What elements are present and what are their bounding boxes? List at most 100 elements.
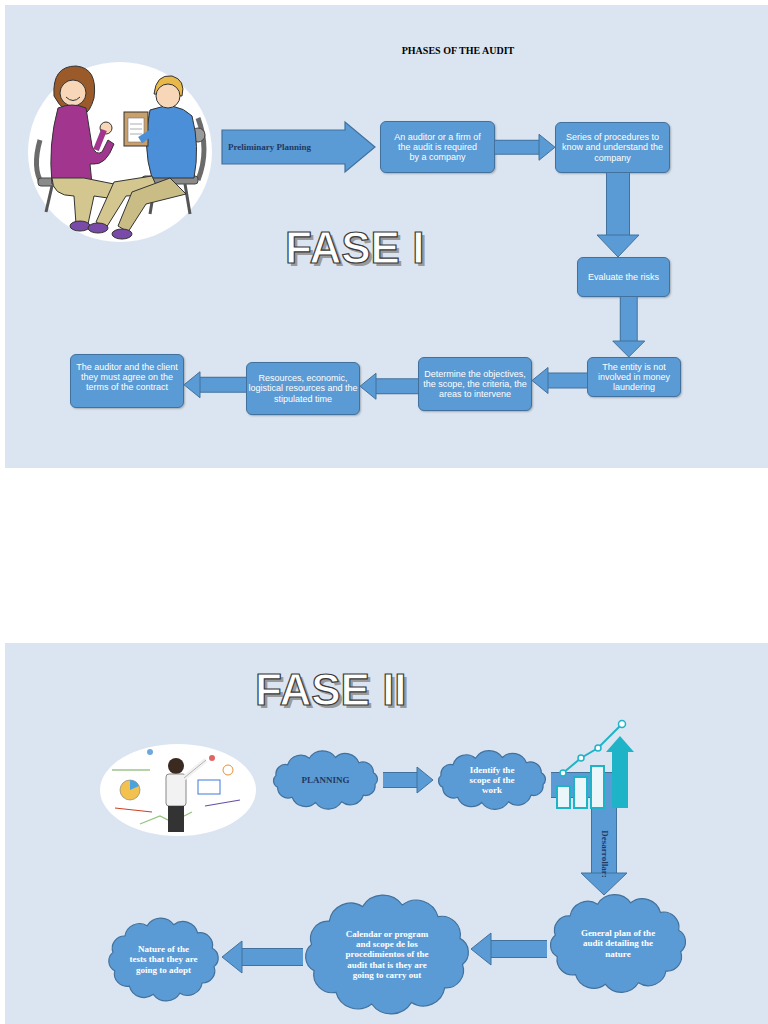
arrow-shaft: [495, 141, 540, 154]
whiteboard-illustration: [147, 749, 153, 755]
interview-illustration: [78, 186, 84, 212]
interview-illustration: [96, 176, 160, 228]
panel-background: [5, 5, 768, 1024]
arrow-shaft-outline: [375, 378, 418, 394]
cloud-shape: PLANNING: [268, 750, 383, 810]
arrow-shaft-outline: [383, 772, 418, 788]
interview-illustration: [28, 62, 212, 242]
node-text: General plan of the audit detailing the …: [579, 928, 657, 958]
node-text: Resources, economic, logistical resource…: [248, 373, 358, 403]
interview-illustration: [28, 62, 212, 242]
node-text: PLANNING: [301, 775, 349, 785]
arrow-head: [184, 372, 200, 398]
interview-illustration: [154, 76, 183, 96]
whiteboard-illustration: [184, 760, 206, 778]
node-text-area: The auditor and the client they must agr…: [71, 355, 183, 407]
interview-illustration: [150, 184, 155, 214]
panel-background: [5, 5, 768, 468]
whiteboard-illustration: [168, 806, 184, 832]
cloud-shape: Nature of the tests that they are going …: [105, 917, 222, 1002]
block-arrow: [222, 941, 303, 973]
block-arrow: [471, 933, 547, 965]
interview-illustration: [130, 124, 142, 125]
node-text: Identify the scope of the work: [463, 765, 521, 795]
diagram-title: PHASES OF THE AUDIT: [358, 45, 558, 56]
growth-chart-icon: [563, 724, 622, 773]
phase-label: FASE I: [285, 226, 424, 270]
block-arrow: [495, 134, 555, 160]
interview-illustration: [60, 80, 86, 106]
whiteboard-illustration: [140, 812, 192, 824]
growth-chart-icon: [619, 721, 626, 728]
interview-illustration: [66, 97, 80, 101]
interview-illustration: [185, 184, 190, 214]
growth-chart-icon: [557, 721, 634, 809]
interview-illustration: [156, 84, 180, 108]
interview-illustration: [112, 229, 132, 239]
whiteboard-illustration: [100, 744, 256, 836]
growth-chart-icon: [557, 786, 570, 808]
growth-chart-icon: [591, 766, 604, 808]
whiteboard-illustration: [115, 808, 152, 812]
node-text-area: Identify the scope of the work: [433, 750, 551, 810]
arrow-head: [532, 368, 548, 394]
arrow-shaft-outline: [241, 948, 303, 966]
interview-illustration: [130, 134, 142, 135]
arrow-head: [597, 235, 639, 257]
arrow-shaft: [551, 785, 604, 874]
process-box: An auditor or a firm of the audit is req…: [380, 121, 495, 173]
block-arrow: [597, 173, 639, 257]
growth-chart-icon: [578, 755, 584, 761]
arrow-shaft-outline: [490, 940, 547, 958]
node-text: Preliminary Planning: [228, 142, 311, 152]
arrow-head: [471, 933, 491, 965]
interview-illustration: [36, 140, 42, 184]
cloud-shape-outline: [109, 918, 218, 1001]
interview-illustration: [140, 130, 156, 140]
node-text-area: Determine the objectives, the scope, the…: [419, 358, 531, 410]
whiteboard-illustration: [198, 780, 220, 794]
node-text: Series of procedures to know and underst…: [561, 132, 664, 162]
interview-illustration: [96, 130, 104, 150]
interview-illustration: [88, 223, 108, 233]
arrow-shaft: [199, 378, 246, 392]
node-text-area: Evaluate the risks: [578, 258, 669, 296]
whiteboard-illustration: [184, 760, 206, 778]
growth-chart-icon: [595, 745, 601, 751]
interview-illustration: [130, 129, 142, 130]
growth-chart-icon: [606, 736, 634, 808]
cloud-shape: General plan of the audit detailing the …: [547, 895, 689, 992]
growth-chart-icon: [574, 777, 587, 808]
arrow-head: [539, 134, 555, 160]
node-text: An auditor or a firm of the audit is req…: [393, 132, 482, 162]
node-text: Evaluate the risks: [588, 272, 659, 282]
whiteboard-illustration: [209, 755, 215, 761]
arrow-shaft-outline: [495, 140, 540, 155]
arrow-head: [222, 941, 242, 973]
whiteboard-illustration: [166, 774, 186, 806]
node-text-area: The entity is not involved in money laun…: [588, 358, 680, 396]
node-text: Nature of the tests that they are going …: [129, 944, 198, 974]
node-text-area: General plan of the audit detailing the …: [547, 895, 689, 992]
arrow-shaft-outline: [606, 173, 630, 236]
interview-illustration: [191, 128, 205, 142]
process-box: Evaluate the risks: [577, 257, 670, 297]
arrow-shaft: [241, 949, 303, 965]
panel-background: [5, 643, 768, 1024]
cloud-shape-outline: [306, 895, 469, 1014]
arrow-shaft: [375, 379, 418, 393]
process-box: The auditor and the client they must agr…: [70, 354, 184, 408]
node-text: Calendar or program and scope de los pro…: [341, 929, 433, 979]
block-arrow: [532, 368, 587, 394]
connector-label: Desarrollar:: [600, 831, 609, 878]
node-text-area: Resources, economic, logistical resource…: [247, 363, 359, 414]
interview-illustration: [118, 178, 186, 232]
node-text: The auditor and the client they must agr…: [74, 362, 180, 392]
interview-illustration: [100, 122, 112, 134]
arrow-head: [417, 767, 433, 793]
